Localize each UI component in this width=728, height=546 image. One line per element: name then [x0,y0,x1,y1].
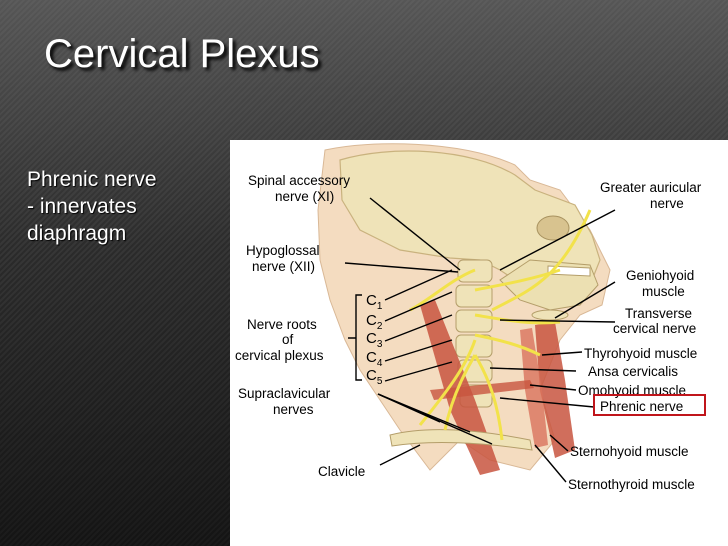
leader-lines [344,197,616,483]
teeth [547,265,591,277]
caption-line-1: Phrenic nerve [27,168,157,191]
label-ansa-cervicalis: Ansa cervicalis [588,364,678,379]
clavicle-bone [389,429,533,451]
root-labels: C1 C2 C3 C4 C5 [366,292,383,387]
anatomy-figure: Spinal accessory nerve (XI) Hypoglossal … [230,140,728,546]
label-geniohyoid: Geniohyoid muscle [626,268,698,299]
anterior-neck-muscles [535,322,575,458]
label-sternothyroid: Sternothyroid muscle [568,477,695,492]
roots-bracket [348,294,362,381]
label-spinal-accessory: Spinal accessory nerve (XI) [248,173,354,204]
side-caption: Phrenic nerve - innervates diaphragm [27,166,207,247]
plexus-nerves [409,209,592,441]
orbit [536,215,570,241]
label-transverse-cervical: Transverse cervical nerve [613,306,696,336]
root-c3: C3 [366,330,383,350]
label-hypoglossal: Hypoglossal nerve (XII) [246,243,323,274]
root-c4: C4 [366,349,383,369]
figure-svg: Spinal accessory nerve (XI) Hypoglossal … [235,143,706,492]
root-c1: C1 [366,292,383,312]
label-thyrohyoid: Thyrohyoid muscle [584,346,697,361]
label-clavicle: Clavicle [318,464,365,479]
phrenic-highlight-box [593,394,706,416]
root-c5: C5 [366,367,383,387]
caption-line-3: diaphragm [27,222,127,245]
caption-line-2: - innervates [27,195,137,218]
label-phrenic: Phrenic nerve [600,399,683,414]
hyoid [531,309,569,321]
label-nerve-roots: Nerve roots of cervical plexus [235,317,324,363]
label-supraclavicular: Supraclavicular nerves [238,386,334,417]
slide-title: Cervical Plexus [44,32,320,76]
label-greater-auricular: Greater auricular nerve [600,180,705,211]
label-sternohyoid: Sternohyoid muscle [570,444,689,459]
root-c2: C2 [366,312,383,332]
